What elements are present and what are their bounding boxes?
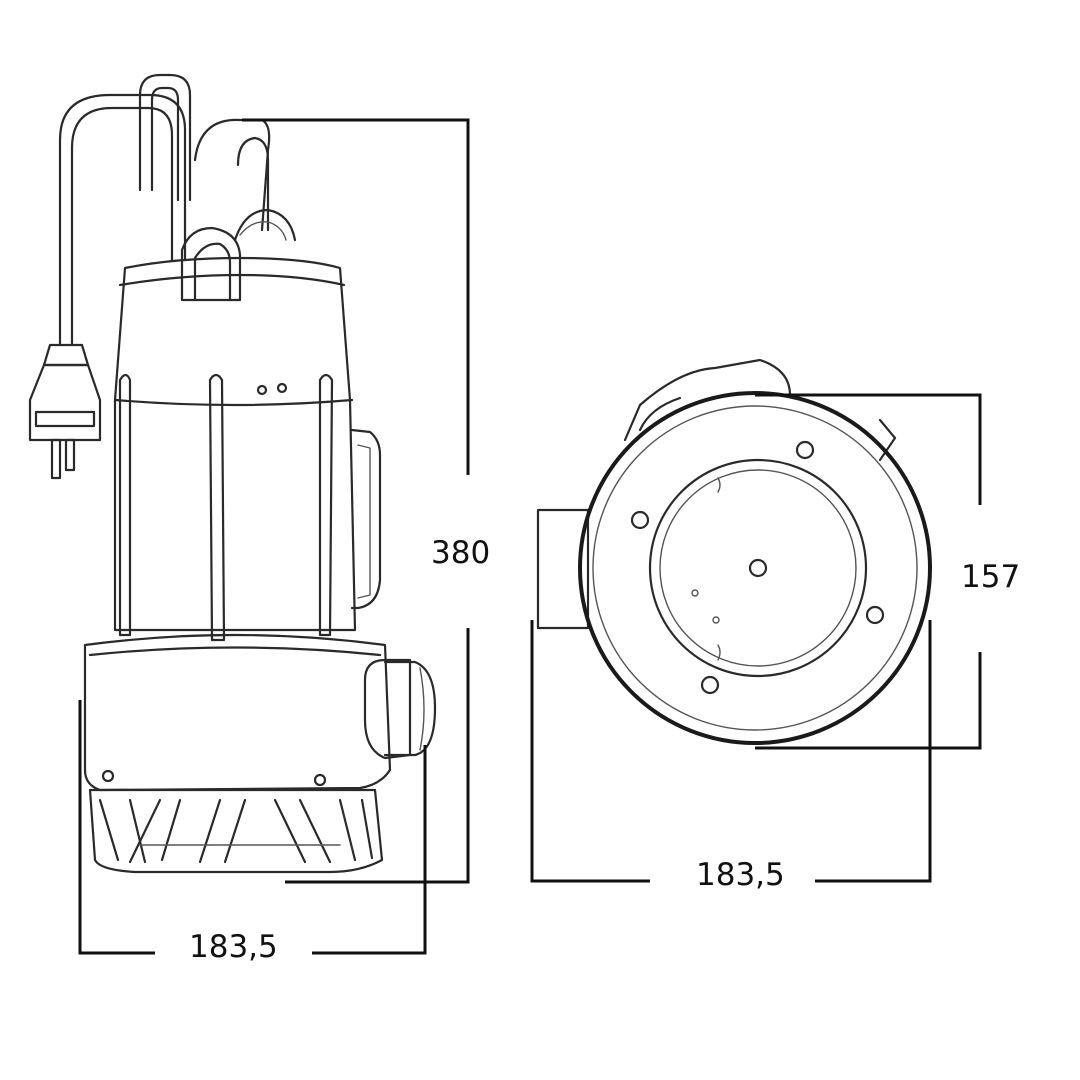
side-height-label: 380 — [425, 538, 497, 569]
outer-ring — [578, 391, 932, 745]
dimension-lines-bottom — [530, 393, 982, 883]
pump-side-view — [28, 73, 470, 955]
side-width-label: 183,5 — [183, 932, 284, 963]
volute-body — [83, 633, 437, 792]
bottom-depth-label: 157 — [955, 562, 1027, 593]
power-cable — [58, 73, 192, 347]
dimension-lines-side — [78, 118, 470, 955]
bottom-width-label: 183,5 — [690, 860, 791, 891]
plug — [28, 343, 102, 480]
strainer-base — [88, 788, 384, 874]
handle — [180, 118, 297, 302]
pump-bottom-view — [530, 358, 982, 883]
motor-housing — [113, 256, 382, 642]
inner-disc — [648, 458, 868, 678]
